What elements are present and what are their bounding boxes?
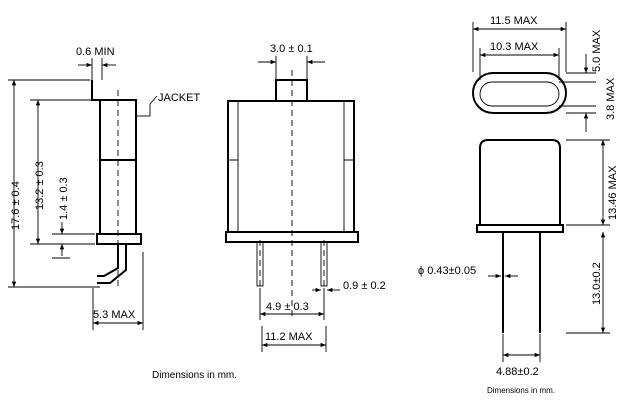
dim-body-width-label: 11.2 MAX [265, 331, 313, 343]
dim-top-width-label: 3.0 ± 0.1 [270, 43, 313, 55]
side-base [96, 233, 142, 245]
side-lead-top [91, 80, 102, 101]
side-view: 0.6 MIN JACKET 17.6 ± 0.4 13.2 ± 0.3 1.4… [8, 46, 200, 330]
caption-left: Dimensions in mm. [152, 370, 237, 381]
dim-lead-gap-label: 0.6 MIN [76, 46, 115, 58]
dim-base-depth-label: 3.8 MAX [605, 77, 617, 120]
jacket-label: JACKET [158, 92, 200, 104]
side-bent-lead [97, 244, 127, 284]
side-lower-body [99, 160, 137, 234]
dim-total-height-label: 17.6 ± 0.4 [10, 181, 22, 230]
can-body [479, 139, 561, 225]
dim-right-lead-dia-label: ϕ 0.43±0.05 [418, 265, 476, 277]
dim-depth-label: 5.0 MAX [591, 29, 603, 72]
dim-inner-width-label: 10.3 MAX [490, 41, 539, 53]
dim-right-lead-spacing-label: 4.88±0.2 [496, 366, 539, 378]
front-view: 3.0 ± 0.1 0.9 ± 0.2 4.9 ± 0.3 11.2 MAX [225, 43, 386, 352]
dim-body-height-label: 13.2 ± 0.3 [34, 161, 46, 210]
dim-lead-spacing-label: 4.9 ± 0.3 [266, 301, 309, 313]
dim-can-height-label: 13.46 MAX [607, 165, 619, 220]
caption-right: Dimensions in mm. [487, 386, 555, 395]
right-view: 11.5 MAX 10.3 MAX 5.0 MAX 3.8 MAX 13.46 … [418, 15, 619, 395]
dim-lead-dia-label: 0.9 ± 0.2 [343, 280, 386, 292]
can-base [476, 224, 564, 233]
dim-outer-width-label: 11.5 MAX [490, 15, 538, 27]
dim-lead-length-label: 13.0±0.2 [591, 262, 603, 305]
front-body [227, 100, 355, 233]
front-top-nub [275, 79, 308, 102]
top-outline-outer [472, 72, 567, 114]
dim-width-label: 5.3 MAX [93, 309, 136, 321]
top-outline-inner [479, 81, 560, 107]
dim-base-height-label: 1.4 ± 0.3 [58, 177, 70, 220]
